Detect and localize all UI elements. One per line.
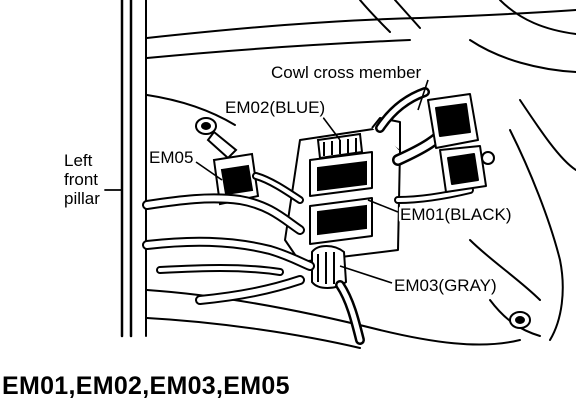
label-left-front-pillar-line-3: pillar <box>64 189 100 208</box>
svg-text:EM01(BLACK): EM01(BLACK) <box>400 205 511 224</box>
svg-text:Cowl cross member: Cowl cross member <box>271 63 422 82</box>
em01-connector <box>317 160 367 236</box>
em05-connector <box>212 152 260 206</box>
label-left-front-pillar-line-2: front <box>64 170 98 189</box>
label-em01-black: EM01(BLACK) <box>400 205 511 224</box>
label-em02-blue: EM02(BLUE) <box>225 98 325 117</box>
connector-list-caption: EM01,EM02,EM03,EM05 <box>2 372 290 400</box>
ground-bolt <box>195 117 238 160</box>
svg-text:EM02(BLUE): EM02(BLUE) <box>225 98 325 117</box>
em03-connector <box>311 245 348 289</box>
label-cowl-cross-member: Cowl cross member <box>271 63 422 82</box>
wire-harness <box>142 87 474 345</box>
labels: Cowl cross member Cowl cross member EM02… <box>64 61 514 298</box>
mounting-bolt <box>509 311 531 329</box>
svg-text:EM05: EM05 <box>149 148 193 167</box>
left-front-pillar-drawing <box>104 0 147 338</box>
label-em03-gray: EM03(GRAY) <box>394 276 497 295</box>
em02-connector <box>316 132 364 160</box>
relay-cluster <box>427 93 495 193</box>
label-em05: EM05 <box>149 148 193 167</box>
svg-text:EM03(GRAY): EM03(GRAY) <box>394 276 497 295</box>
label-left-front-pillar-line-1: Left <box>64 151 93 170</box>
leader-lines <box>195 79 429 284</box>
